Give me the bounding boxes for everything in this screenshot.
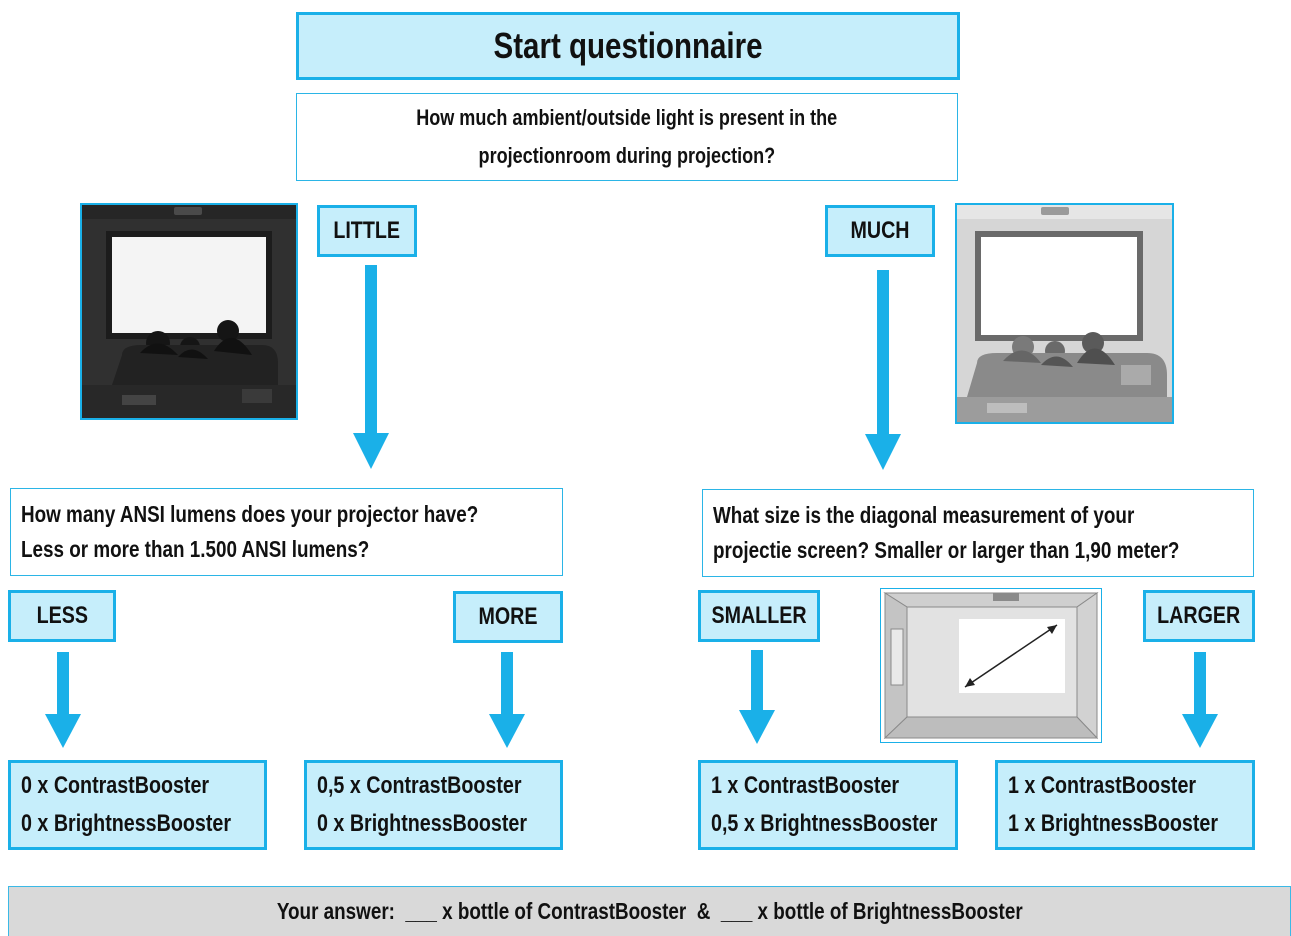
dark-room-illustration [82, 205, 296, 418]
bright-room-illustration [957, 205, 1172, 422]
option-larger-label: LARGER [1157, 602, 1241, 629]
result-smaller: 1 x ContrastBooster 0,5 x BrightnessBoos… [698, 760, 958, 850]
branch-much: MUCH [825, 205, 935, 257]
result-smaller-line1: 1 x ContrastBooster [711, 772, 900, 799]
answer-bar: Your answer: ___ x bottle of ContrastBoo… [8, 886, 1291, 936]
arrow-larger-down [1182, 652, 1218, 748]
result-more: 0,5 x ContrastBooster 0 x BrightnessBoos… [304, 760, 563, 850]
result-larger-line1: 1 x ContrastBooster [1008, 772, 1197, 799]
title-box: Start questionnaire [296, 12, 960, 80]
room-diagram [881, 589, 1101, 742]
result-larger-line2: 1 x BrightnessBooster [1008, 810, 1218, 837]
result-more-line1: 0,5 x ContrastBooster [317, 772, 522, 799]
answer-text: Your answer: ___ x bottle of ContrastBoo… [276, 898, 1023, 924]
arrow-little-down [353, 265, 389, 469]
option-less-label: LESS [36, 602, 88, 629]
branch-little: LITTLE [317, 205, 417, 257]
branch-much-label: MUCH [850, 217, 910, 244]
option-larger: LARGER [1143, 590, 1255, 642]
arrow-more-down [489, 652, 525, 748]
option-less: LESS [8, 590, 116, 642]
arrow-less-down [45, 652, 81, 748]
question-screen-size: What size is the diagonal measurement of… [702, 489, 1254, 577]
title-text: Start questionnaire [493, 25, 763, 66]
bright-room-photo [955, 203, 1174, 424]
result-less: 0 x ContrastBooster 0 x BrightnessBooste… [8, 760, 267, 850]
question-screen-size-line1: What size is the diagonal measurement of… [713, 502, 1135, 528]
question-lumens: How many ANSI lumens does your projector… [10, 488, 563, 576]
screen-diagonal-illustration [880, 588, 1102, 743]
dark-room-photo [80, 203, 298, 420]
arrow-smaller-down [739, 650, 775, 744]
result-more-line2: 0 x BrightnessBooster [317, 810, 527, 837]
option-smaller: SMALLER [698, 590, 820, 642]
option-more-label: MORE [478, 603, 538, 630]
question-ambient-light: How much ambient/outside light is presen… [296, 93, 958, 181]
question-ambient-light-line2: projectionroom during projection? [478, 143, 776, 168]
result-less-line2: 0 x BrightnessBooster [21, 810, 231, 837]
arrow-much-down [865, 270, 901, 470]
result-smaller-line2: 0,5 x BrightnessBooster [711, 810, 938, 837]
question-lumens-line1: How many ANSI lumens does your projector… [21, 501, 479, 527]
question-ambient-light-line1: How much ambient/outside light is presen… [416, 105, 838, 130]
question-lumens-line2: Less or more than 1.500 ANSI lumens? [21, 536, 370, 562]
branch-little-label: LITTLE [333, 217, 401, 244]
result-less-line1: 0 x ContrastBooster [21, 772, 210, 799]
option-smaller-label: SMALLER [711, 602, 807, 629]
question-screen-size-line2: projectie screen? Smaller or larger than… [713, 537, 1180, 563]
option-more: MORE [453, 591, 563, 643]
result-larger: 1 x ContrastBooster 1 x BrightnessBooste… [995, 760, 1255, 850]
